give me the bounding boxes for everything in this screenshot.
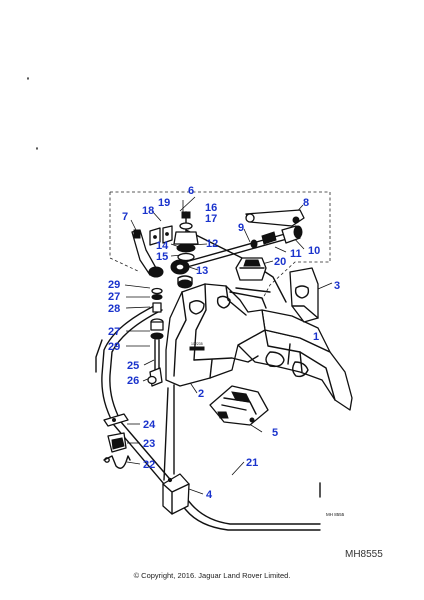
callout-28: 28 (108, 303, 120, 315)
callout-25: 25 (127, 360, 139, 372)
plates-18-19 (149, 225, 173, 246)
mount-bracket-2 (165, 283, 271, 387)
bush-23 (107, 432, 127, 453)
callout-7: 7 (122, 211, 128, 223)
callout-10: 10 (308, 245, 320, 257)
callout-27-upper: 27 (108, 291, 120, 303)
stud-assembly (173, 211, 199, 262)
callout-23: 23 (143, 438, 155, 450)
callout-5: 5 (272, 427, 278, 439)
callout-24: 24 (143, 419, 156, 431)
callout-18: 18 (142, 205, 154, 217)
bracket-3 (289, 267, 319, 323)
callout-26: 26 (127, 375, 139, 387)
callout-labels: 1 2 3 4 5 6 7 8 9 10 11 12 13 14 15 16 1… (108, 185, 340, 501)
callout-14: 14 (156, 240, 169, 252)
rubber-13 (177, 275, 193, 289)
callout-19: 19 (158, 197, 170, 209)
callout-9: 9 (238, 222, 244, 234)
engine-mount-5 (209, 385, 269, 426)
callout-4: 4 (206, 489, 213, 501)
clamp-22 (103, 455, 131, 469)
callout-22: 22 (143, 459, 155, 471)
callout-20: 20 (274, 256, 286, 268)
callout-3: 3 (334, 280, 340, 292)
upper-arm-8 (245, 209, 305, 227)
casting-id-plate (189, 346, 205, 351)
callout-13: 13 (196, 265, 208, 277)
scan-speck (27, 77, 38, 150)
copyright-notice: © Copyright, 2016. Jaguar Land Rover Lim… (133, 571, 291, 580)
casting-code-text: 102235 (191, 342, 203, 346)
callout-15: 15 (156, 251, 168, 263)
callout-11: 11 (290, 248, 302, 260)
rubber-pad-4 (162, 384, 190, 515)
chassis-member (237, 309, 353, 411)
callout-16: 16 (205, 202, 217, 214)
callout-29-upper: 29 (108, 279, 120, 291)
callout-21: 21 (246, 457, 258, 469)
drawing-code-small: MH 8555 (326, 512, 345, 517)
drop-link-assembly (147, 287, 164, 387)
callout-2: 2 (198, 388, 204, 400)
reference-code: MH8555 (345, 549, 383, 560)
callout-29-lower: 29 (108, 341, 120, 353)
callout-1: 1 (313, 331, 319, 343)
callout-27-lower: 27 (108, 326, 120, 338)
callout-17: 17 (205, 213, 217, 225)
clamp-24 (103, 413, 129, 427)
callout-8: 8 (303, 197, 309, 209)
kit-6-group-outline (109, 191, 331, 301)
callout-6: 6 (188, 185, 194, 197)
torque-rod-9 (170, 225, 303, 275)
link-arm-7 (131, 229, 164, 278)
callout-12: 12 (206, 238, 218, 250)
mount-bush-20 (235, 257, 267, 281)
